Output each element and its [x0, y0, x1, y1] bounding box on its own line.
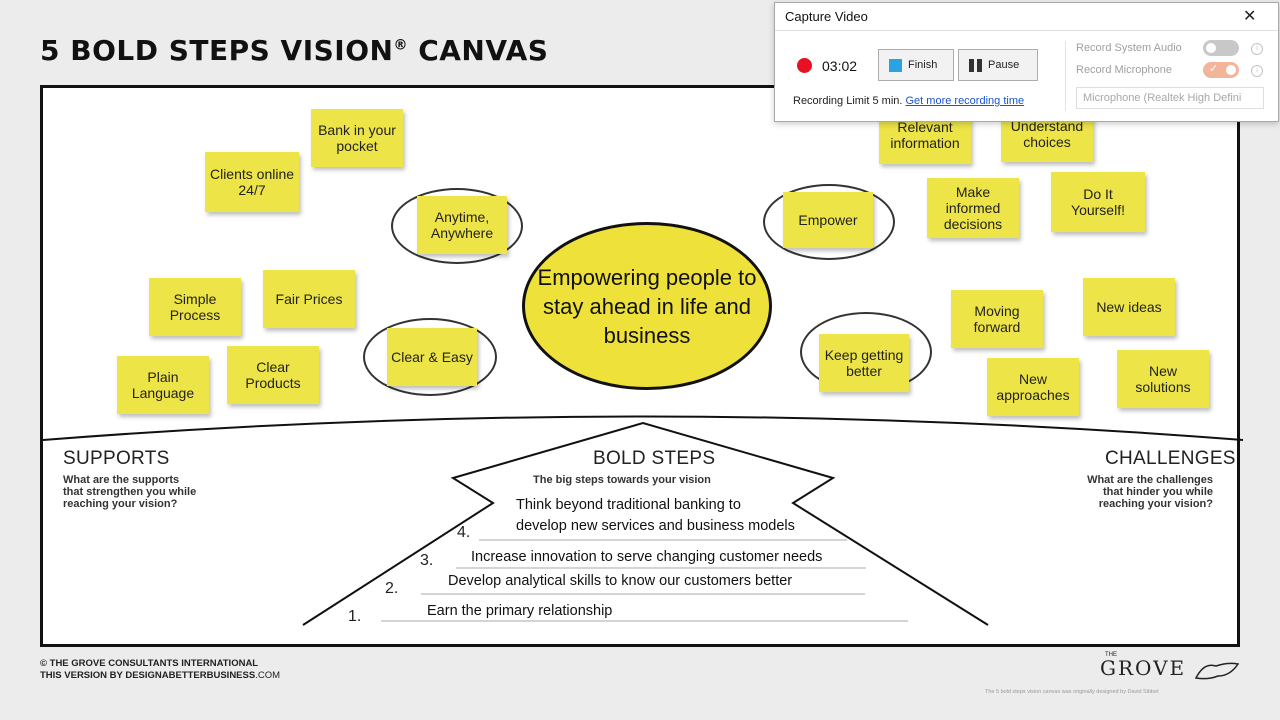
microphone-select[interactable]: Microphone (Realtek High Defini — [1076, 87, 1264, 109]
sticky-note: New approaches — [987, 358, 1079, 416]
footer-credit: The 5 bold steps vision canvas was origi… — [985, 689, 1159, 695]
recording-timer: 03:02 — [822, 58, 858, 74]
divider — [775, 30, 1278, 31]
sticky-note: Clear Products — [227, 346, 319, 404]
bold-steps-heading: BOLD STEPS — [593, 448, 716, 469]
close-icon[interactable]: ✕ — [1243, 8, 1257, 25]
record-indicator-icon — [797, 58, 812, 73]
step-text: Think beyond traditional banking to deve… — [516, 497, 795, 534]
recording-limit: Recording Limit 5 min. Get more recordin… — [793, 95, 1025, 107]
stop-square-icon — [889, 58, 902, 72]
bold-steps-description: The big steps towards your vision — [533, 474, 711, 486]
system-audio-toggle[interactable] — [1203, 40, 1239, 56]
step-text: Increase innovation to serve changing cu… — [471, 549, 823, 565]
sticky-note: Moving forward — [951, 290, 1043, 348]
pause-icon — [969, 58, 982, 72]
step-number: 1. — [348, 608, 362, 625]
divider — [1065, 41, 1066, 111]
sticky-note: Bank in your pocket — [311, 109, 403, 167]
sticky-note: Empower — [783, 192, 873, 248]
support-circle-anytime — [391, 188, 523, 264]
challenges-heading: CHALLENGES — [1105, 448, 1236, 469]
grove-logo-prefix: THE — [1105, 652, 1117, 658]
supports-description: What are the supports that strengthen yo… — [63, 474, 197, 510]
sticky-note: New solutions — [1117, 350, 1209, 408]
sticky-note: Clients online 24/7 — [205, 152, 299, 212]
sticky-note: Clear & Easy — [387, 328, 477, 386]
info-icon[interactable]: i — [1251, 43, 1263, 55]
sticky-note: Plain Language — [117, 356, 209, 414]
grove-leaf-icon — [1195, 662, 1240, 679]
step-number: 4. — [457, 524, 471, 541]
vision-statement: Empowering people to stay ahead in life … — [522, 222, 772, 390]
step-text: Develop analytical skills to know our cu… — [448, 573, 793, 589]
sticky-note: Anytime, Anywhere — [417, 196, 507, 254]
finish-button[interactable]: Finish — [878, 49, 954, 81]
record-system-audio-label: Record System Audio — [1076, 42, 1182, 54]
dialog-title: Capture Video — [785, 9, 868, 24]
get-more-time-link[interactable]: Get more recording time — [905, 95, 1025, 107]
step-text: Earn the primary relationship — [427, 603, 613, 619]
challenge-circle-empower — [763, 184, 895, 260]
step-number: 3. — [420, 552, 434, 569]
check-icon: ✓ — [1209, 63, 1219, 75]
microphone-toggle[interactable]: ✓ — [1203, 62, 1239, 78]
grove-logo: GROVE — [1100, 656, 1240, 680]
step-number: 2. — [385, 580, 399, 597]
record-microphone-label: Record Microphone — [1076, 64, 1172, 76]
sticky-note: Keep getting better — [819, 334, 909, 392]
info-icon[interactable]: i — [1251, 65, 1263, 77]
challenges-description: What are the challenges that hinder you … — [1087, 474, 1213, 510]
sticky-note: Fair Prices — [263, 270, 355, 328]
pause-button[interactable]: Pause — [958, 49, 1038, 81]
footer-copyright: © THE GROVE CONSULTANTS INTERNATIONAL TH… — [40, 658, 281, 681]
canvas-title: 5 BOLD STEPS VISION® CANVAS — [40, 34, 549, 67]
capture-video-dialog: Capture Video ✕ 03:02 Finish Pause Recor… — [774, 2, 1279, 122]
supports-heading: SUPPORTS — [63, 448, 170, 469]
sticky-note: New ideas — [1083, 278, 1175, 336]
sticky-note: Do It Yourself! — [1051, 172, 1145, 232]
sticky-note: Make informed decisions — [927, 178, 1019, 238]
sticky-note: Simple Process — [149, 278, 241, 336]
vision-canvas: Empowering people to stay ahead in life … — [40, 85, 1243, 647]
support-circle-clear-easy — [363, 318, 497, 396]
